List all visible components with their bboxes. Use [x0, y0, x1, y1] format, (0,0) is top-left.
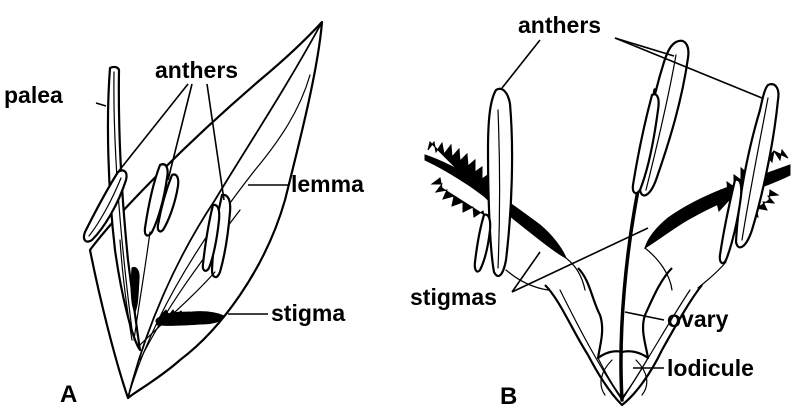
label-stigma: stigma [271, 300, 345, 326]
label-palea: palea [4, 82, 63, 108]
label-anthers-a: anthers [155, 57, 238, 83]
label-lemma: lemma [291, 171, 364, 197]
panel-b-flower [425, 41, 790, 405]
label-stigmas: stigmas [410, 284, 497, 310]
label-anthers-b: anthers [518, 12, 601, 38]
panel-letter-b: B [500, 383, 517, 410]
label-lodicule: lodicule [667, 355, 754, 381]
label-ovary: ovary [667, 306, 729, 332]
anther-b3 [736, 84, 778, 247]
panel-letter-a: A [60, 381, 77, 408]
